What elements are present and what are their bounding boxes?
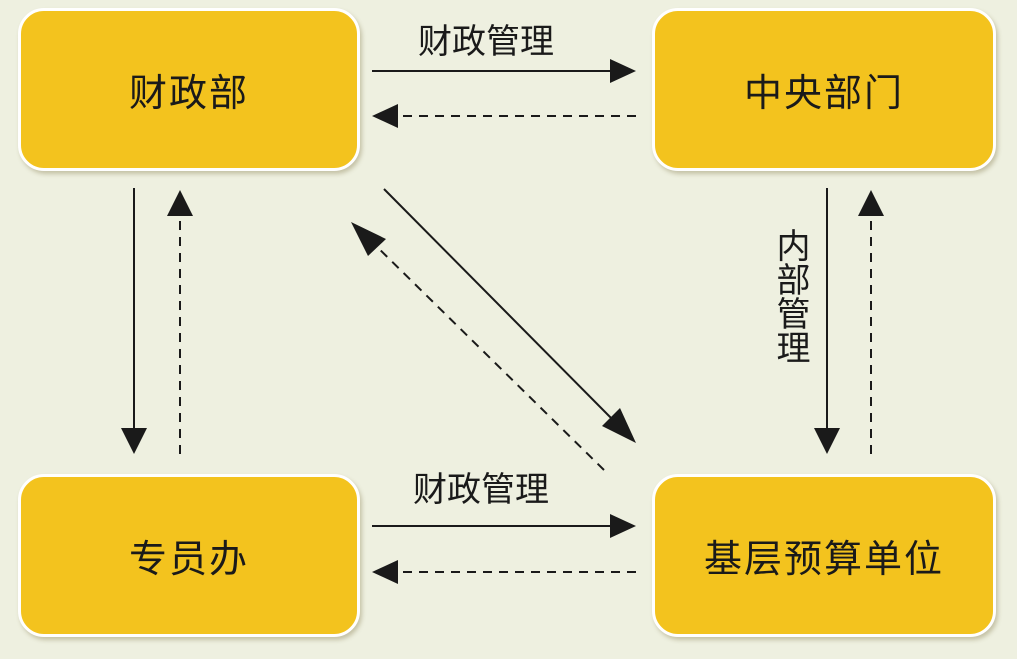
- arrow-right-solid: [814, 188, 840, 454]
- arrow-top-solid: [372, 59, 636, 83]
- arrow-right-dashed: [858, 190, 884, 454]
- node-zhongyang-bumen: 中央部门: [652, 8, 996, 171]
- arrow-left-solid: [121, 188, 147, 454]
- arrow-bottom-dashed: [372, 560, 636, 584]
- arrow-bottom-solid: [372, 514, 636, 538]
- arrow-top-dashed: [372, 104, 636, 128]
- node-caizhengbu: 财政部: [18, 8, 360, 171]
- node-jiceng-yusuan-danwei: 基层预算单位: [652, 474, 996, 637]
- edge-label-top: 财政管理: [418, 22, 554, 62]
- arrow-diagonal-dashed: [351, 222, 605, 471]
- edge-label-vertical: 内部管理: [770, 228, 810, 364]
- edge-label-bottom: 财政管理: [413, 470, 549, 510]
- node-zhuanyuanban: 专员办: [18, 474, 360, 637]
- arrow-left-dashed: [167, 190, 193, 454]
- arrow-diagonal-solid: [383, 188, 636, 443]
